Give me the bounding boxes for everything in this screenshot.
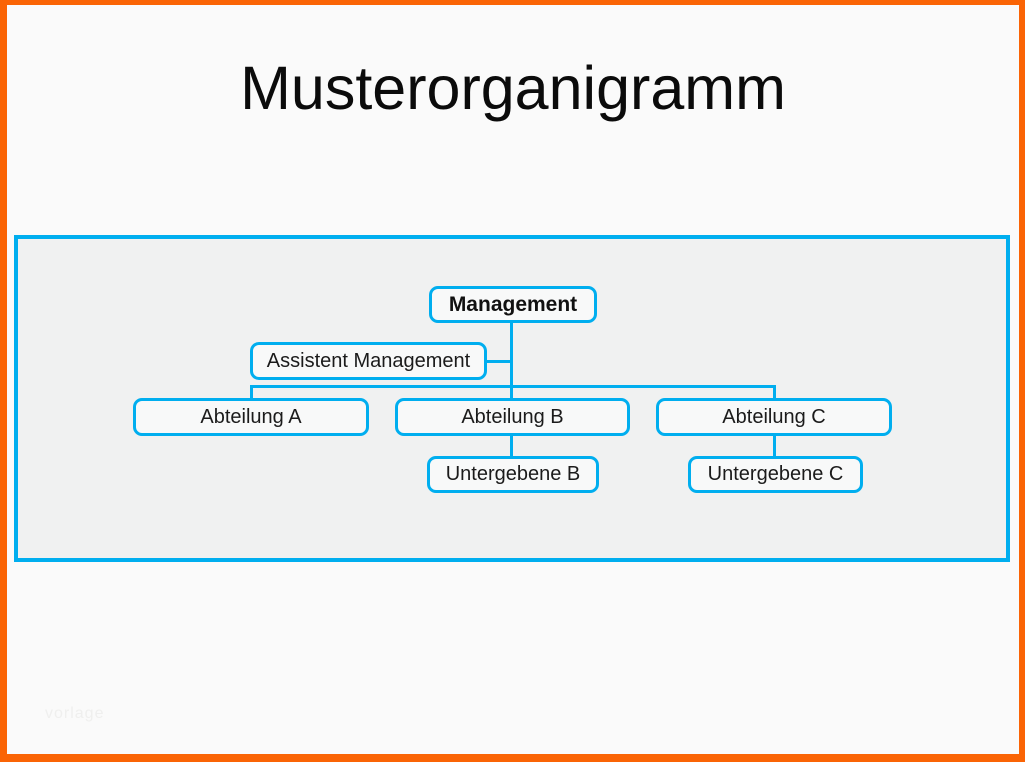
org-node-abteilung-b-label: Abteilung B [461,405,564,428]
org-node-untergebene-b-label: Untergebene B [445,463,581,485]
connector-drop-abteilung-c [773,385,776,398]
page-title: Musterorganigramm [240,54,786,122]
org-node-assistent-management: Assistent Management [250,342,487,380]
org-node-abteilung-b: Abteilung B [395,398,630,436]
connector-drop-abteilung-a [250,385,253,398]
org-node-management-label: Management [448,292,578,316]
connector-management-vertical [510,322,513,398]
connector-untergebene-c [773,435,776,456]
org-node-untergebene-c: Untergebene C [688,456,863,493]
connector-department-branch [250,385,776,388]
page-content: Musterorganigramm Management Assistent M… [7,5,1019,754]
watermark-text: vorlage [45,705,105,722]
connector-assistent-link [485,360,511,363]
connector-untergebene-b [510,435,513,456]
org-node-abteilung-c-label: Abteilung C [722,405,826,428]
org-node-management: Management [429,286,597,323]
org-node-untergebene-c-label: Untergebene C [707,463,844,485]
org-node-abteilung-c: Abteilung C [656,398,892,436]
org-node-abteilung-a-label: Abteilung A [200,405,302,428]
org-node-assistent-management-label: Assistent Management [266,349,471,372]
org-node-untergebene-b: Untergebene B [427,456,599,493]
org-node-abteilung-a: Abteilung A [133,398,369,436]
